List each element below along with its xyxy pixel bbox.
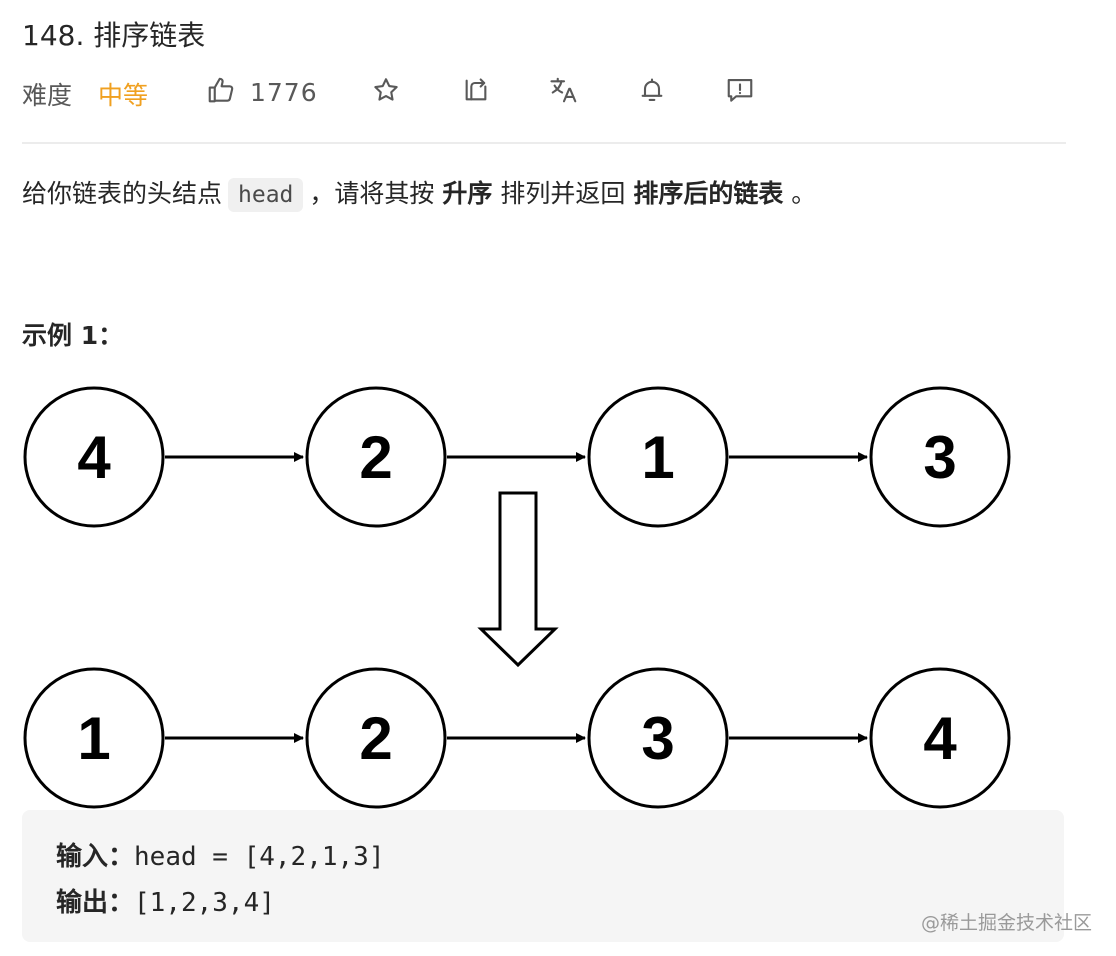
- output-label: 输出：: [56, 888, 135, 918]
- example-output-line: 输出：[1,2,3,4]: [56, 882, 275, 919]
- description-text: 。: [791, 179, 817, 208]
- header-divider: [22, 142, 1066, 144]
- linked-list-diagram: 4 2 1 3 1 2 3 4: [23, 386, 1011, 809]
- list-node: 1: [23, 667, 165, 809]
- problem-meta-bar: 难度 中等 1776: [22, 72, 1082, 112]
- list-node: 3: [587, 667, 729, 809]
- output-value: [1,2,3,4]: [134, 888, 275, 918]
- watermark: @稀土掘金技术社区: [920, 912, 1092, 934]
- difficulty-label: 难度: [22, 81, 73, 110]
- difficulty-badge: 中等: [98, 81, 149, 110]
- share-icon: [462, 76, 490, 108]
- list-node: 4: [869, 667, 1011, 809]
- list-node: 3: [869, 386, 1011, 528]
- thumb-up-icon: [206, 75, 236, 109]
- example-input-line: 输入：head = [4,2,1,3]: [56, 836, 384, 873]
- subscribe-button[interactable]: [636, 76, 668, 108]
- description-bold: 排序后的链表: [633, 179, 784, 208]
- description-bold: 升序: [442, 179, 493, 208]
- bell-icon: [638, 76, 666, 108]
- description-text: 给你链表的头结点: [22, 179, 223, 208]
- star-icon: [372, 76, 400, 108]
- favorite-button[interactable]: [370, 76, 402, 108]
- feedback-icon: [725, 75, 755, 109]
- node-value: 4: [923, 705, 957, 772]
- list-node: 2: [305, 386, 447, 528]
- input-value: head = [4,2,1,3]: [134, 842, 385, 872]
- node-value: 1: [641, 424, 674, 491]
- node-value: 2: [359, 705, 392, 772]
- problem-title: 148. 排序链表: [22, 19, 206, 52]
- list-node: 2: [305, 667, 447, 809]
- description-text: ，请将其按: [309, 179, 435, 208]
- node-value: 3: [923, 424, 956, 491]
- share-button[interactable]: [460, 76, 492, 108]
- translate-button[interactable]: [548, 76, 580, 108]
- example-code-block: 输入：head = [4,2,1,3] 输出：[1,2,3,4]: [22, 810, 1064, 942]
- like-button[interactable]: 1776: [206, 72, 318, 112]
- head-code: head: [228, 178, 304, 212]
- input-label: 输入：: [56, 842, 135, 872]
- node-value: 4: [77, 424, 111, 491]
- like-count: 1776: [250, 77, 318, 107]
- node-value: 1: [77, 705, 110, 772]
- feedback-button[interactable]: [724, 76, 756, 108]
- list-node: 4: [23, 386, 165, 528]
- list-node: 1: [587, 386, 729, 528]
- sort-down-arrow: [477, 491, 559, 668]
- example-title: 示例 1：: [22, 321, 124, 350]
- description-text: 排列并返回: [500, 179, 626, 208]
- translate-icon: [549, 75, 579, 109]
- node-value: 2: [359, 424, 392, 491]
- node-value: 3: [641, 705, 674, 772]
